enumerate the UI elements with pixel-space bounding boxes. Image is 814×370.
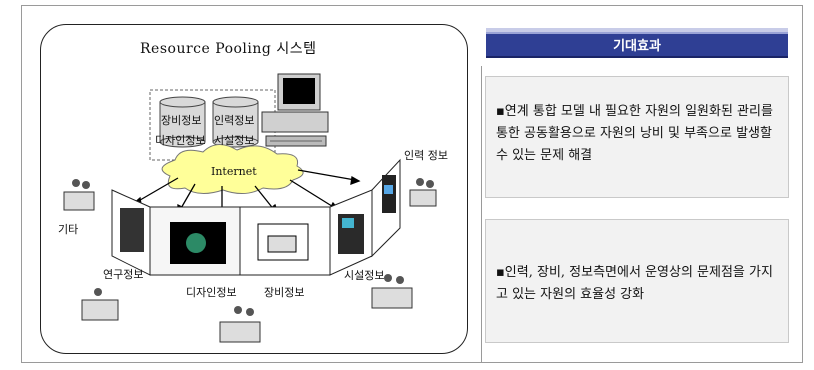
node-label-hr: 인력 정보 xyxy=(404,149,448,162)
db-label-equipment: 장비정보 xyxy=(161,114,202,127)
internet-label: Internet xyxy=(211,165,257,178)
vertical-divider xyxy=(481,66,482,363)
outer-frame xyxy=(21,5,803,363)
effects-header: 기대효과 xyxy=(486,28,788,58)
effect-box-2: ▪인력, 장비, 정보측면에서 운영상의 문제점을 가지고 있는 자원의 효율성… xyxy=(485,219,789,343)
node-label-equipment: 장비정보 xyxy=(264,286,305,299)
internet-cloud xyxy=(161,144,304,194)
diagram-title: Resource Pooling 시스템 xyxy=(140,41,317,57)
people-icon-facility xyxy=(371,274,413,309)
node-label-facility: 시설정보 xyxy=(344,269,385,282)
people-icon-equipment xyxy=(219,306,261,343)
node-label-other: 기타 xyxy=(58,223,79,236)
db-label-design: 디자인정보 xyxy=(155,134,206,147)
people-icon-hr xyxy=(409,178,437,207)
effect-text-1: ▪연계 통합 모델 내 필요한 자원의 일원화된 관리를 통한 공동활용으로 자… xyxy=(496,104,773,163)
node-label-research: 연구정보 xyxy=(103,268,144,281)
effect-box-1: ▪연계 통합 모델 내 필요한 자원의 일원화된 관리를 통한 공동활용으로 자… xyxy=(485,76,789,198)
db-label-hr: 인력정보 xyxy=(214,114,255,127)
effect-text-2: ▪인력, 장비, 정보측면에서 운영상의 문제점을 가지고 있는 자원의 효율성… xyxy=(496,265,773,302)
server-computer-icon xyxy=(261,73,329,147)
people-icon-research xyxy=(81,288,119,321)
node-label-design: 디자인정보 xyxy=(186,286,237,299)
database-cylinder-2 xyxy=(212,96,259,148)
db-label-facility: 시설정보 xyxy=(214,134,255,147)
people-icon-other xyxy=(63,179,95,211)
screen-contents xyxy=(120,175,396,264)
connection-arrows xyxy=(130,169,361,217)
database-cylinder-1 xyxy=(159,96,206,148)
